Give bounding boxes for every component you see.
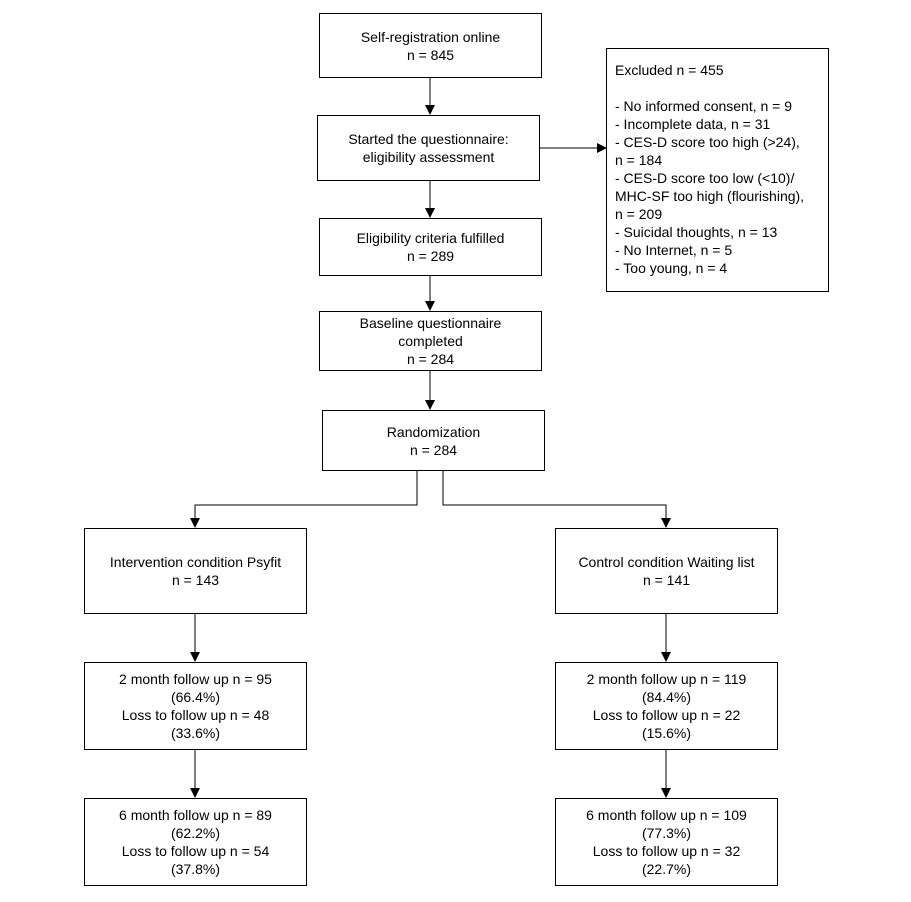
excluded-line: - Incomplete data, n = 31 [615, 116, 771, 132]
arrow-randomization-to-control [442, 470, 671, 528]
box-baseline-completed: Baseline questionnaire completed n = 284 [319, 311, 542, 371]
box-eligibility-fulfilled: Eligibility criteria fulfilled n = 289 [319, 218, 542, 276]
box-randomization: Randomization n = 284 [322, 410, 545, 471]
box-intervention: Intervention condition Psyfit n = 143 [84, 528, 307, 614]
box-intervention-6-month: 6 month follow up n = 89 (62.2%) Loss to… [84, 798, 307, 886]
excluded-line: - Suicidal thoughts, n = 13 [615, 224, 778, 240]
box-control: Control condition Waiting list n = 141 [555, 528, 778, 614]
excluded-line: - CES-D score too low (<10)/ [615, 170, 795, 186]
excluded-line: - No Internet, n = 5 [615, 242, 733, 258]
box-control-6-month: 6 month follow up n = 109 (77.3%) Loss t… [555, 798, 778, 886]
excluded-title: Excluded n = 455 [615, 62, 724, 78]
box-excluded: Excluded n = 455 - No informed consent, … [606, 48, 829, 292]
excluded-line: - CES-D score too high (>24), [615, 134, 800, 150]
excluded-line: MHC-SF too high (flourishing), [615, 188, 805, 204]
box-started-questionnaire: Started the questionnaire: eligibility a… [317, 115, 540, 181]
excluded-line: - Too young, n = 4 [615, 260, 728, 276]
arrow-randomization-to-intervention [190, 470, 418, 528]
box-self-registration: Self-registration online n = 845 [319, 13, 542, 78]
excluded-line: n = 184 [615, 152, 663, 168]
excluded-line: n = 209 [615, 206, 663, 222]
box-intervention-2-month: 2 month follow up n = 95 (66.4%) Loss to… [84, 662, 307, 750]
excluded-line: - No informed consent, n = 9 [615, 98, 793, 114]
box-control-2-month: 2 month follow up n = 119 (84.4%) Loss t… [555, 662, 778, 750]
